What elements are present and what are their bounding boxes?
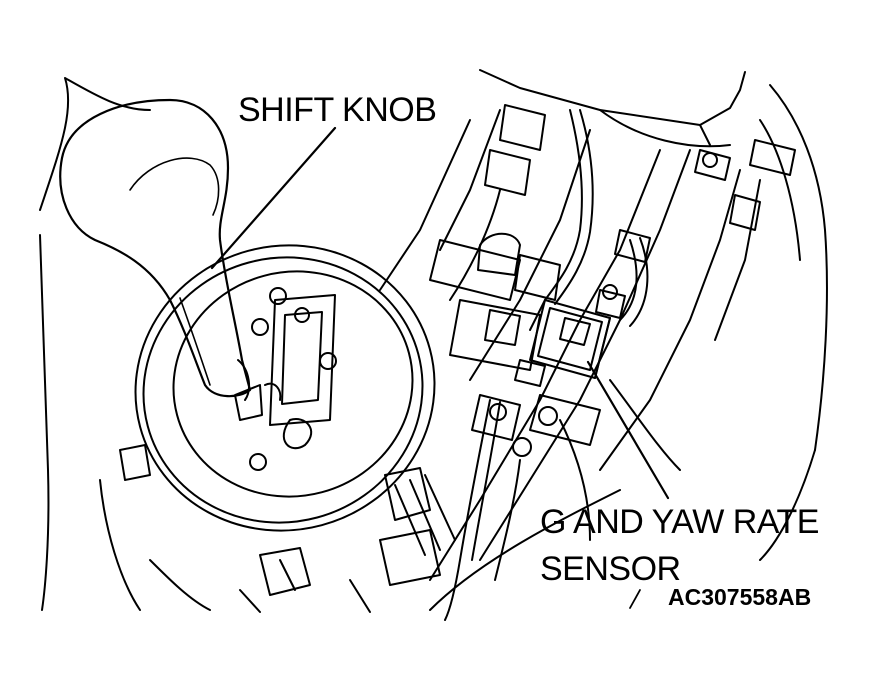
connectors xyxy=(429,104,796,457)
shift-knob-leader-line xyxy=(210,126,337,270)
figure-code: AC307558AB xyxy=(668,584,812,610)
sensor-leader-line xyxy=(586,360,670,500)
lower-mechanism xyxy=(119,444,456,613)
shifter-plate xyxy=(134,244,436,532)
shift-knob-label: SHIFT KNOB xyxy=(238,91,437,129)
sensor-label-line1: G AND YAW RATE xyxy=(540,503,819,541)
g-and-yaw-rate-sensor xyxy=(514,284,626,387)
console-outline xyxy=(39,69,828,611)
sensor-leader-tick xyxy=(629,589,641,609)
shift-knob-shape xyxy=(59,98,252,401)
sensor-label-line2: SENSOR xyxy=(540,550,681,588)
